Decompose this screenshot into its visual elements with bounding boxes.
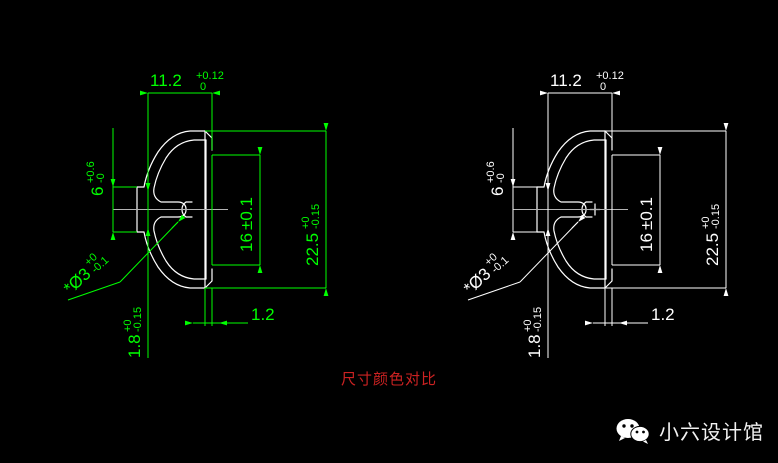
dim-web-thickness-tol-upper: +0 bbox=[522, 319, 534, 332]
dim-overall-width-tol-lower: 0 bbox=[600, 81, 606, 93]
dim-neck-height-value: 6 bbox=[88, 187, 107, 196]
comparison-caption: 尺寸颜色对比 bbox=[340, 370, 437, 388]
profile-outline-right bbox=[536, 130, 613, 289]
dim-neck-height-tol-upper: +0.6 bbox=[85, 161, 97, 183]
dim-web-thickness-tol-lower: -0.15 bbox=[532, 307, 544, 332]
dim-inner-height-tol: ±0.1 bbox=[237, 197, 256, 230]
dim-wall-thickness-value: 1.2 bbox=[651, 305, 675, 324]
dim-web-thickness-value: 1.8 bbox=[125, 334, 144, 358]
dim-inner-height-tol: ±0.1 bbox=[637, 197, 656, 230]
dim-overall-width-tol-upper: +0.12 bbox=[196, 70, 224, 82]
dim-neck-height-tol-lower: -0 bbox=[495, 173, 507, 183]
dim-overall-width-value: 11.2 bbox=[150, 71, 182, 90]
dim-overall-height-value: 22.5 bbox=[703, 233, 722, 266]
watermark: 小六设计馆 bbox=[616, 416, 764, 445]
dimension-texts-left: 11.2 +0.12 0 6 +0.6 -0 16 ±0.1 22.5 +0 bbox=[60, 70, 322, 358]
dim-web-thickness-value: 1.8 bbox=[525, 334, 544, 358]
dim-overall-height-tol-upper: +0 bbox=[300, 216, 312, 229]
watermark-label: 小六设计馆 bbox=[659, 420, 764, 444]
dim-wall-thickness-value: 1.2 bbox=[251, 305, 275, 324]
right-view: 11.2 +0.12 0 6 +0.6 -0 16 ±0.1 22.5 +0 -… bbox=[460, 70, 729, 358]
dim-neck-height-tol-upper: +0.6 bbox=[485, 161, 497, 183]
dim-overall-width-value: 11.2 bbox=[550, 71, 582, 90]
wechat-icon bbox=[616, 418, 650, 444]
dim-overall-height-tol-lower: -0.15 bbox=[310, 204, 322, 229]
dim-neck-height-value: 6 bbox=[488, 187, 507, 196]
dimension-lines-right bbox=[467, 90, 729, 358]
dim-overall-height-tol-upper: +0 bbox=[700, 216, 712, 229]
dimension-texts-right: 11.2 +0.12 0 6 +0.6 -0 16 ±0.1 22.5 +0 -… bbox=[460, 70, 722, 358]
dim-overall-width-tol-lower: 0 bbox=[200, 81, 206, 93]
profile-outline-left bbox=[136, 130, 213, 289]
dim-web-thickness-tol-lower: -0.15 bbox=[132, 307, 144, 332]
dim-neck-height-tol-lower: -0 bbox=[95, 173, 107, 183]
dim-overall-height-value: 22.5 bbox=[303, 233, 322, 266]
dim-overall-width-tol-upper: +0.12 bbox=[596, 70, 624, 82]
dimension-lines-left bbox=[67, 90, 329, 358]
dim-inner-height-value: 16 bbox=[637, 233, 656, 252]
dim-overall-height-tol-lower: -0.15 bbox=[710, 204, 722, 229]
dim-web-thickness-tol-upper: +0 bbox=[122, 319, 134, 332]
left-view: 11.2 +0.12 0 6 +0.6 -0 16 ±0.1 22.5 +0 bbox=[60, 70, 329, 358]
dim-inner-height-value: 16 bbox=[237, 233, 256, 252]
